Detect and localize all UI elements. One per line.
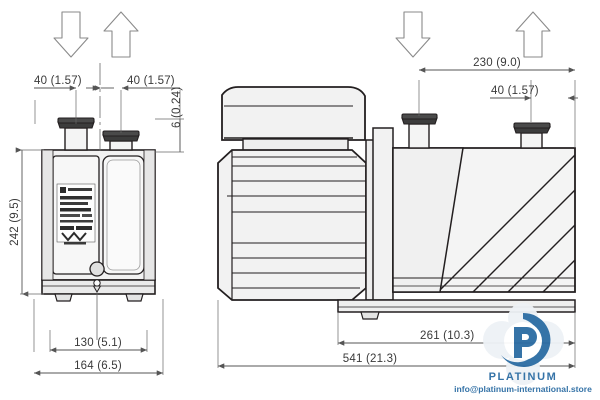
pump-nameplate xyxy=(56,183,96,245)
inlet-arrow-left xyxy=(53,11,89,58)
front-view-dimensions: 40 (1.57) 40 (1.57) 6 (0.24) 242 (9.5) 1… xyxy=(9,63,184,376)
coupling-flange xyxy=(365,127,394,301)
logo-letter-p xyxy=(514,327,537,358)
inlet-port-front xyxy=(57,117,95,151)
outlet-port-front xyxy=(102,130,140,151)
dim-side-length: 541 (21.3) xyxy=(343,353,397,365)
inlet-arrow-right xyxy=(395,11,431,58)
sight-glass xyxy=(89,261,105,293)
front-view-geometry xyxy=(41,117,156,302)
motor-housing xyxy=(217,149,367,301)
dim-side-top-offset: 40 (1.57) xyxy=(491,85,539,97)
dim-front-outer-width: 164 (6.5) xyxy=(74,360,122,372)
dim-side-depth: 261 (10.3) xyxy=(420,330,474,342)
platinum-watermark: PLATINUM info@platinum-international.sto… xyxy=(454,303,592,394)
dim-front-top-left: 40 (1.57) xyxy=(34,75,82,87)
inlet-port-side xyxy=(401,113,438,149)
dim-front-top-right: 40 (1.57) xyxy=(127,75,175,87)
outlet-port-side xyxy=(513,122,551,149)
outlet-arrow-right xyxy=(515,11,551,58)
dim-front-height: 242 (9.5) xyxy=(9,198,21,246)
terminal-box xyxy=(221,86,366,152)
side-view-dimensions: 230 (9.0) 40 (1.57) 261 (10.3) 541 (21.3… xyxy=(217,57,578,369)
outlet-arrow-left xyxy=(103,11,139,58)
dim-side-top-span: 230 (9.0) xyxy=(473,57,521,69)
dim-front-port-height: 6 (0.24) xyxy=(171,87,183,128)
watermark-contact: info@platinum-international.store xyxy=(454,384,592,394)
watermark-brand: PLATINUM xyxy=(489,371,558,383)
dim-front-inner-width: 130 (5.1) xyxy=(74,337,122,349)
pump-body xyxy=(392,147,576,293)
